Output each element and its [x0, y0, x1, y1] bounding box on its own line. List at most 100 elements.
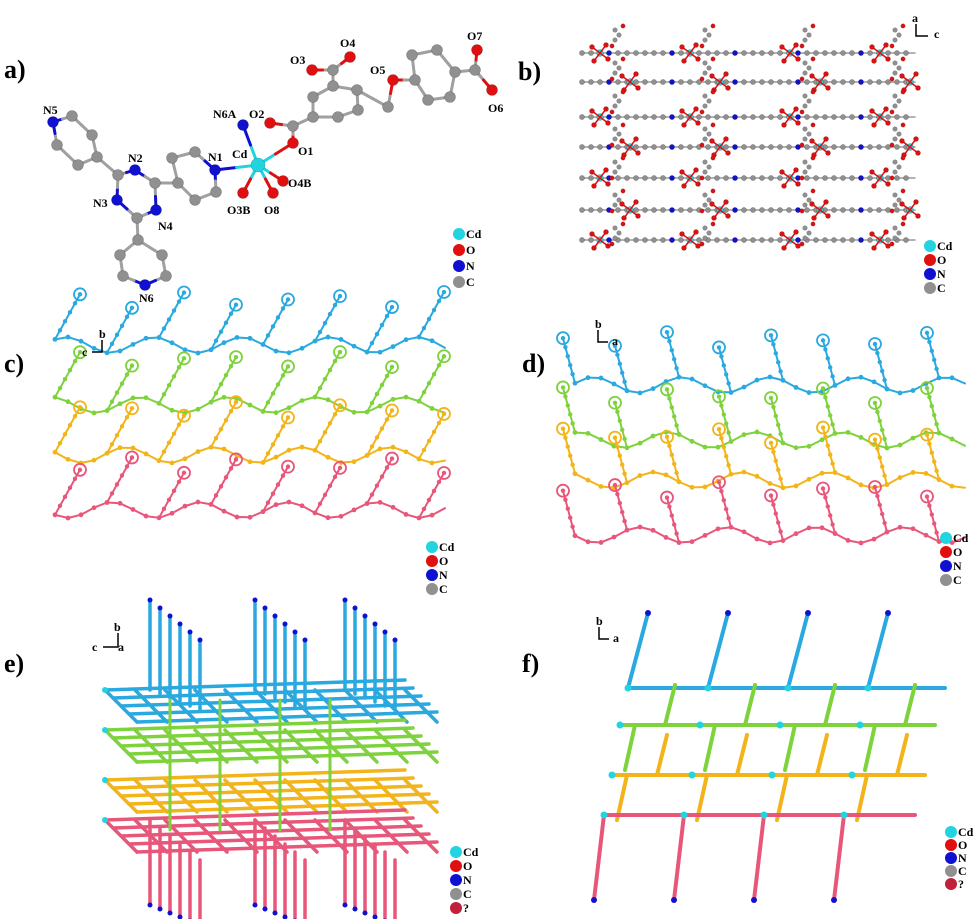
- layer-atom: [560, 426, 566, 431]
- ring: [816, 481, 830, 496]
- layer-atom: [129, 363, 135, 368]
- bond: [262, 298, 289, 346]
- atom-c: [840, 237, 846, 243]
- axis-label: a: [613, 631, 619, 645]
- ring: [385, 300, 399, 314]
- ring: [229, 452, 243, 467]
- atom-o: [679, 108, 685, 114]
- atom-c: [759, 237, 765, 243]
- layer-atom: [667, 504, 672, 509]
- layer-atom: [771, 449, 776, 455]
- atom-c: [612, 159, 618, 165]
- ring: [385, 403, 399, 418]
- layer-atom: [702, 444, 708, 450]
- layer-atom: [322, 492, 328, 498]
- atom-c: [903, 114, 909, 120]
- layer-atom: [828, 513, 833, 518]
- atom-c: [867, 144, 873, 150]
- atom-c: [616, 164, 622, 170]
- atom-o: [779, 108, 785, 114]
- atom-c: [892, 136, 898, 142]
- node: [776, 721, 784, 729]
- layer-atom: [897, 390, 903, 396]
- layer-atom: [858, 434, 864, 440]
- layer-atom: [332, 412, 338, 417]
- bond: [431, 339, 446, 349]
- legend-swatch: [924, 240, 936, 252]
- atom-n: [795, 237, 801, 243]
- bond: [262, 343, 277, 353]
- bond: [717, 473, 732, 482]
- atom-label: O2: [249, 107, 264, 121]
- atom-c: [642, 207, 648, 213]
- atom-o: [605, 120, 611, 126]
- node: [167, 910, 173, 916]
- layer-atom: [67, 310, 73, 315]
- atom-o: [619, 73, 625, 79]
- bond: [283, 728, 319, 764]
- bond: [626, 474, 641, 484]
- layer-atom: [436, 479, 442, 485]
- bond: [314, 466, 341, 514]
- atom-c: [896, 164, 902, 170]
- ring: [125, 300, 139, 315]
- bond: [886, 476, 901, 486]
- atom-c: [892, 169, 898, 175]
- layer-atom: [897, 475, 903, 480]
- layer-atom: [65, 334, 71, 340]
- atom-n: [150, 204, 162, 216]
- atom-c: [706, 32, 712, 38]
- axis-label: c: [92, 640, 98, 654]
- atom-o: [693, 229, 699, 235]
- layer-atom: [270, 391, 276, 396]
- layer-atom: [585, 539, 591, 545]
- atom-c: [114, 249, 126, 261]
- atom-n: [858, 175, 864, 181]
- atom-c: [896, 98, 902, 104]
- atom-c: [327, 80, 339, 92]
- atom-c: [806, 131, 812, 137]
- bond: [343, 818, 379, 854]
- atom-c: [642, 237, 648, 243]
- node: [864, 684, 872, 692]
- atom-c: [409, 74, 421, 86]
- atom-o: [799, 142, 805, 148]
- atom-c: [696, 79, 702, 85]
- layer-atom: [823, 395, 828, 400]
- node: [352, 906, 358, 912]
- atom-c: [768, 175, 774, 181]
- layer-atom: [611, 534, 617, 540]
- layer-atom: [620, 370, 625, 375]
- layer-atom: [663, 535, 669, 540]
- ring: [281, 410, 295, 425]
- layer-atom: [117, 348, 123, 354]
- atom-n: [858, 237, 864, 243]
- layer-atom: [615, 491, 620, 497]
- node: [768, 771, 776, 779]
- layer-atom: [166, 497, 172, 503]
- ring: [816, 420, 830, 435]
- layer-atom: [374, 391, 380, 397]
- legend-label: C: [958, 864, 967, 878]
- atom-o: [619, 201, 625, 207]
- layer-atom: [674, 423, 679, 428]
- layer-atom: [260, 509, 266, 514]
- layer-atom: [104, 408, 110, 413]
- legend-swatch: [940, 560, 952, 572]
- layer-atom: [117, 401, 123, 407]
- layer-atom: [390, 444, 396, 450]
- layer-atom: [585, 477, 591, 483]
- atom-c: [702, 70, 708, 76]
- layer-atom: [389, 364, 395, 370]
- legend-swatch: [945, 839, 957, 851]
- atom-o: [603, 106, 609, 112]
- node: [725, 610, 731, 616]
- panel-c-layers: [52, 285, 451, 521]
- layer-atom: [819, 525, 825, 531]
- bond: [119, 343, 134, 353]
- layer-atom: [312, 394, 318, 400]
- layer-atom: [726, 516, 731, 521]
- atom-o: [589, 169, 595, 175]
- layer-atom: [431, 307, 437, 313]
- layer-atom: [560, 335, 566, 341]
